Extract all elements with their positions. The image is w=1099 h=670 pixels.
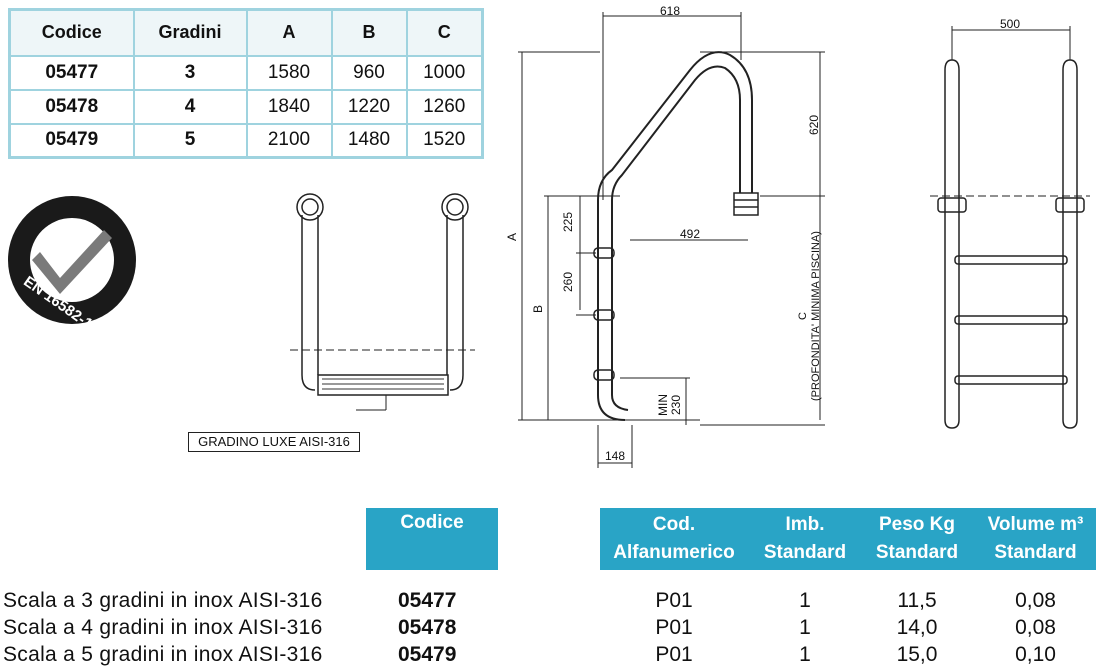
cell-a: 2100 [245, 122, 333, 159]
dim-step-gap: 260 [561, 271, 576, 293]
cell-b: 1220 [330, 88, 408, 125]
dim-handle-height: 620 [807, 114, 822, 136]
header-vol-line2: Standard [994, 542, 1077, 563]
cell-gradini: 5 [132, 122, 248, 159]
dim-min-label: MIN [656, 394, 670, 416]
cell-c: 1520 [405, 122, 484, 159]
row-code: 05478 [398, 616, 457, 639]
dim-label-c: C [797, 312, 809, 320]
table-row: Scala a 3 gradini in inox AISI-316 05477… [0, 589, 1099, 615]
dim-side-width: 500 [1000, 17, 1021, 31]
cell-c: 1000 [405, 54, 484, 91]
rear-view-drawing [930, 26, 1090, 429]
dim-label-b: B [531, 304, 546, 314]
cell-codice: 05479 [8, 122, 135, 159]
header-peso: Peso Kg Standard [862, 508, 972, 567]
technical-drawing [290, 12, 1090, 468]
side-view-drawing [518, 12, 825, 468]
checkmark-icon [32, 230, 112, 294]
header-cod-alfa: Cod. Alfanumerico [600, 508, 748, 567]
row-imb: 1 [799, 643, 811, 666]
front-view-drawing [290, 193, 475, 411]
row-description: Scala a 3 gradini in inox AISI-316 [3, 589, 323, 612]
row-alfa: P01 [655, 643, 693, 666]
dim-depth-note: (PROFONDITA' MINIMA PISCINA) [810, 231, 822, 401]
row-imb: 1 [799, 589, 811, 612]
header-imb-line2: Standard [763, 542, 847, 563]
row-description: Scala a 5 gradini in inox AISI-316 [3, 643, 323, 666]
header-peso-line2: Standard [875, 542, 959, 563]
header-vol-line1: Volume m³ [987, 514, 1084, 535]
header-peso-line1: Peso Kg [878, 514, 956, 535]
row-alfa: P01 [655, 616, 693, 639]
table-row: Scala a 4 gradini in inox AISI-316 05478… [0, 616, 1099, 642]
header-volume: Volume m³ Standard [975, 508, 1096, 567]
row-code: 05477 [398, 589, 457, 612]
header-cod-line2: Alfanumerico [613, 542, 735, 563]
cell-gradini: 3 [132, 54, 248, 91]
header-imb: Imb. Standard [750, 508, 860, 567]
cell-codice: 05478 [8, 88, 135, 125]
cell-b: 1480 [330, 122, 408, 159]
products-header-band: Cod. Alfanumerico Imb. Standard Peso Kg … [600, 508, 1096, 570]
step-pattern [322, 378, 444, 390]
row-description: Scala a 4 gradini in inox AISI-316 [3, 616, 323, 639]
header-codice-label: Codice [400, 512, 464, 533]
header-gradini: Gradini [132, 8, 248, 57]
certification-badge: EN 16582-1:2015 [8, 196, 136, 330]
cell-b: 960 [330, 54, 408, 91]
cell-gradini: 4 [132, 88, 248, 125]
row-peso: 11,5 [897, 589, 937, 612]
header-cod-line1: Cod. [652, 514, 696, 535]
header-imb-line1: Imb. [785, 514, 825, 535]
dimensions-header-row: Codice Gradini A B C [8, 8, 484, 57]
table-row: Scala a 5 gradini in inox AISI-316 05479… [0, 643, 1099, 669]
row-alfa: P01 [655, 589, 693, 612]
table-row: 05478 4 1840 1220 1260 [8, 88, 484, 125]
row-volume: 0,08 [1015, 616, 1056, 639]
dim-label-a: A [505, 232, 520, 242]
table-row: 05479 5 2100 1480 1520 [8, 122, 484, 159]
dim-foot: 148 [605, 449, 626, 463]
row-volume: 0,10 [1015, 643, 1056, 666]
dim-min-value: 230 [669, 394, 684, 416]
step-label-box: GRADINO LUXE AISI-316 [188, 432, 360, 452]
dim-step-top: 225 [561, 211, 576, 233]
cell-c: 1260 [405, 88, 484, 125]
dimensions-table: Codice Gradini A B C 05477 3 1580 960 10… [8, 8, 484, 159]
cell-codice: 05477 [8, 54, 135, 91]
header-b: B [330, 8, 408, 57]
cell-a: 1580 [245, 54, 333, 91]
step-label: GRADINO LUXE AISI-316 [198, 434, 350, 449]
row-code: 05479 [398, 643, 457, 666]
header-codice: Codice [8, 8, 135, 57]
row-peso: 15,0 [896, 643, 938, 666]
row-imb: 1 [799, 616, 811, 639]
dim-reach: 492 [680, 227, 701, 241]
header-codice-cell: Codice [366, 508, 498, 570]
dim-top-width: 618 [660, 4, 681, 18]
table-row: 05477 3 1580 960 1000 [8, 54, 484, 91]
dim-c-note: C (PROFONDITA' MINIMA PISCINA) [797, 216, 823, 416]
row-volume: 0,08 [1015, 589, 1056, 612]
header-c: C [405, 8, 484, 57]
cell-a: 1840 [245, 88, 333, 125]
header-a: A [245, 8, 333, 57]
row-peso: 14,0 [896, 616, 938, 639]
